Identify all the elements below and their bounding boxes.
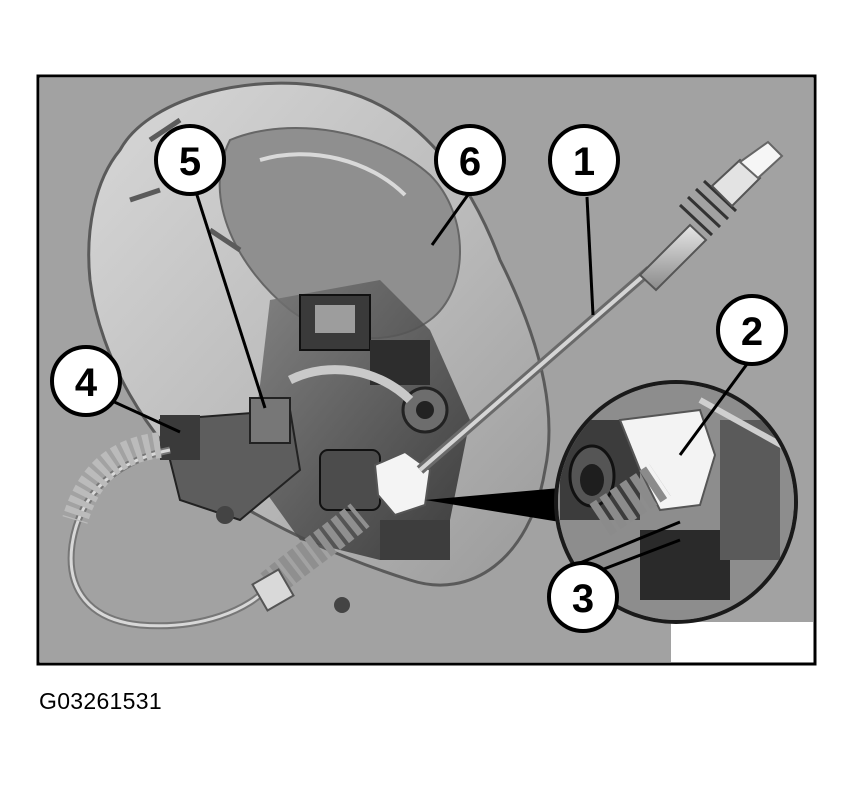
callout-4: 4 (50, 345, 122, 417)
white-corner (671, 622, 813, 662)
release-cable-rod (416, 140, 784, 474)
callout-1: 1 (548, 124, 620, 196)
bowden-cable-sleeve (62, 432, 370, 630)
callout-5-label: 5 (179, 140, 201, 184)
callout-4-label: 4 (75, 361, 98, 405)
callout-3-label: 3 (572, 577, 594, 621)
figure-code: G03261531 (39, 688, 162, 714)
callout-3: 3 (547, 561, 619, 633)
callout-6-label: 6 (459, 140, 481, 184)
lock-mechanism (158, 280, 470, 613)
callout-2: 2 (716, 294, 788, 366)
callout-5: 5 (154, 124, 226, 196)
callout-1-label: 1 (573, 140, 595, 184)
callout-2-label: 2 (741, 310, 763, 354)
zoom-wedge (425, 488, 560, 522)
callout-6: 6 (434, 124, 506, 196)
